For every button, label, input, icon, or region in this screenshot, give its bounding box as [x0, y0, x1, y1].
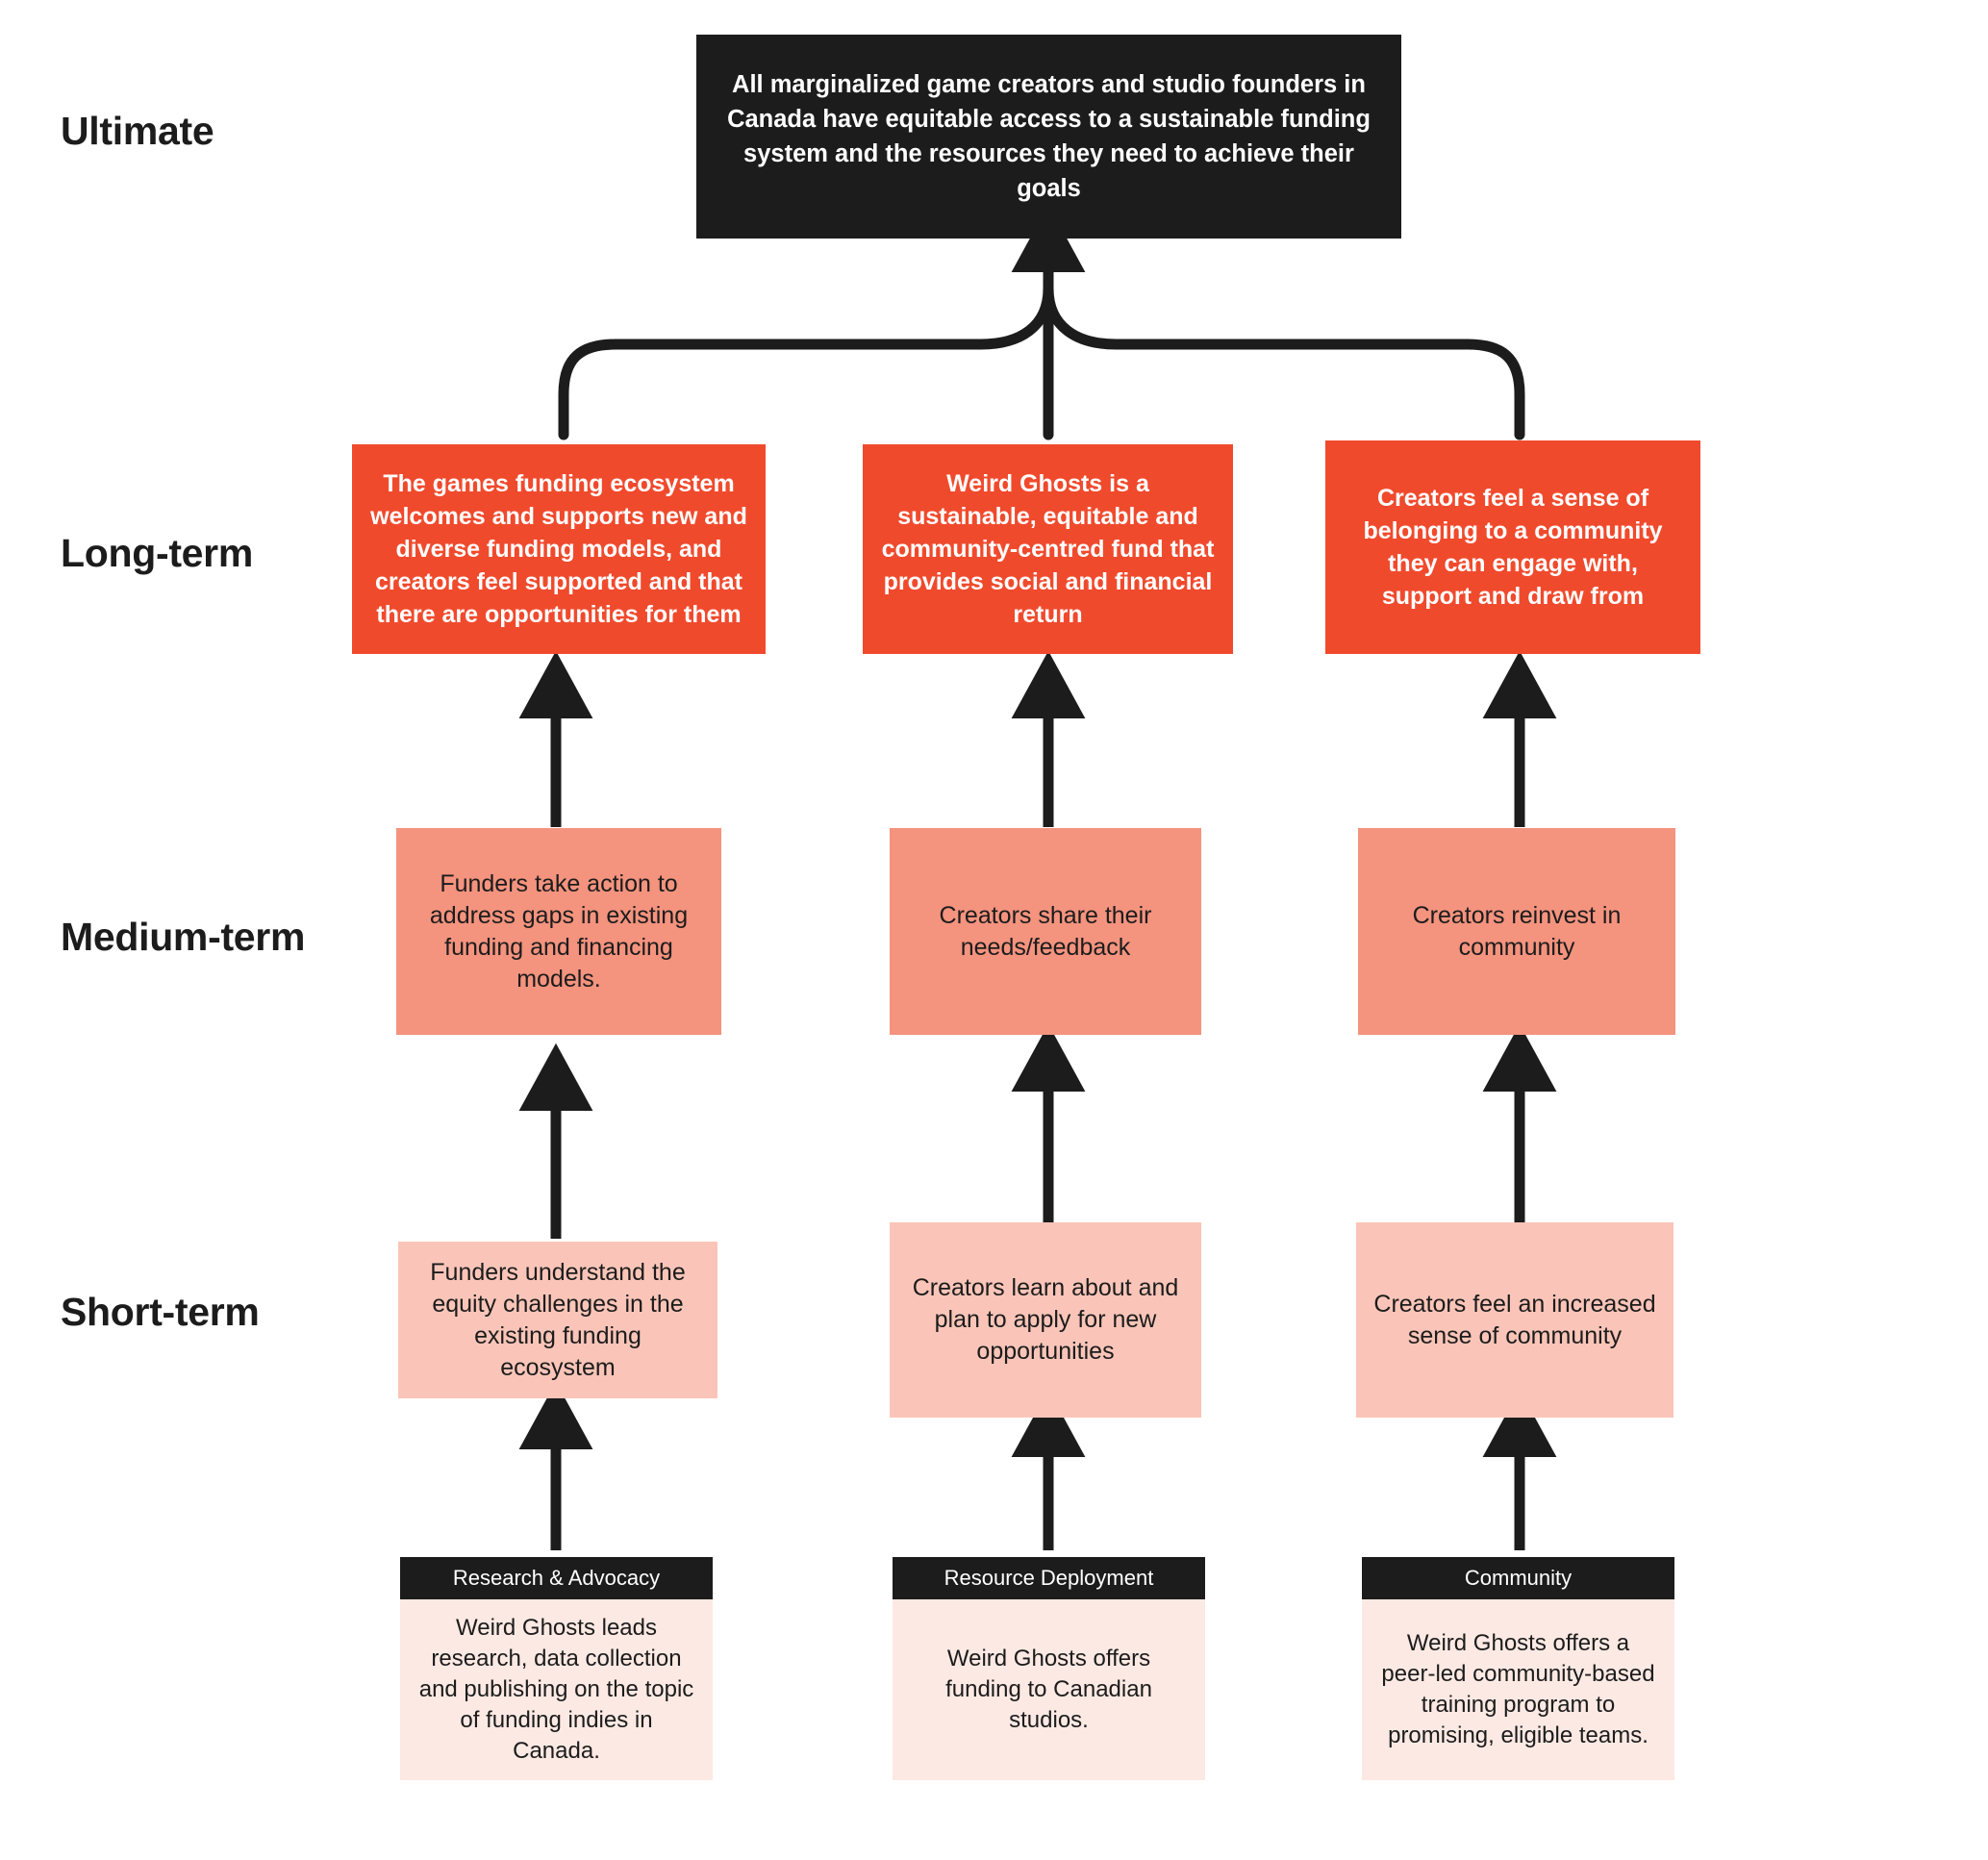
row-label-long-term: Long-term: [61, 531, 253, 575]
activity-header-1: Research & Advocacy: [400, 1557, 713, 1599]
activity-card-1[interactable]: Research & Advocacy Weird Ghosts leads r…: [400, 1557, 713, 1780]
activity-card-3[interactable]: Community Weird Ghosts offers a peer-led…: [1362, 1557, 1674, 1780]
row-label-short-term: Short-term: [61, 1290, 260, 1334]
short-term-outcome-3[interactable]: Creators feel an increased sense of comm…: [1356, 1222, 1673, 1418]
row-label-medium-term: Medium-term: [61, 915, 306, 959]
medium-term-outcome-3[interactable]: Creators reinvest in community: [1358, 828, 1675, 1035]
long-term-outcome-1[interactable]: The games funding ecosystem welcomes and…: [352, 444, 766, 654]
activity-header-3: Community: [1362, 1557, 1674, 1599]
long-term-outcome-2[interactable]: Weird Ghosts is a sustainable, equitable…: [863, 444, 1233, 654]
short-term-outcome-1[interactable]: Funders understand the equity challenges…: [398, 1242, 717, 1398]
ultimate-outcome-box[interactable]: All marginalized game creators and studi…: [696, 35, 1401, 239]
short-term-outcome-2[interactable]: Creators learn about and plan to apply f…: [890, 1222, 1201, 1418]
long-term-outcome-3[interactable]: Creators feel a sense of belonging to a …: [1325, 440, 1700, 654]
ultimate-convergence-connector: [558, 204, 1525, 440]
activity-header-2: Resource Deployment: [893, 1557, 1205, 1599]
row-label-ultimate: Ultimate: [61, 109, 214, 153]
activity-card-2[interactable]: Resource Deployment Weird Ghosts offers …: [893, 1557, 1205, 1780]
medium-term-outcome-1[interactable]: Funders take action to address gaps in e…: [396, 828, 721, 1035]
activity-body-2: Weird Ghosts offers funding to Canadian …: [893, 1599, 1205, 1780]
activity-body-3: Weird Ghosts offers a peer-led community…: [1362, 1599, 1674, 1780]
medium-term-outcome-2[interactable]: Creators share their needs/feedback: [890, 828, 1201, 1035]
activity-body-1: Weird Ghosts leads research, data collec…: [400, 1599, 713, 1780]
